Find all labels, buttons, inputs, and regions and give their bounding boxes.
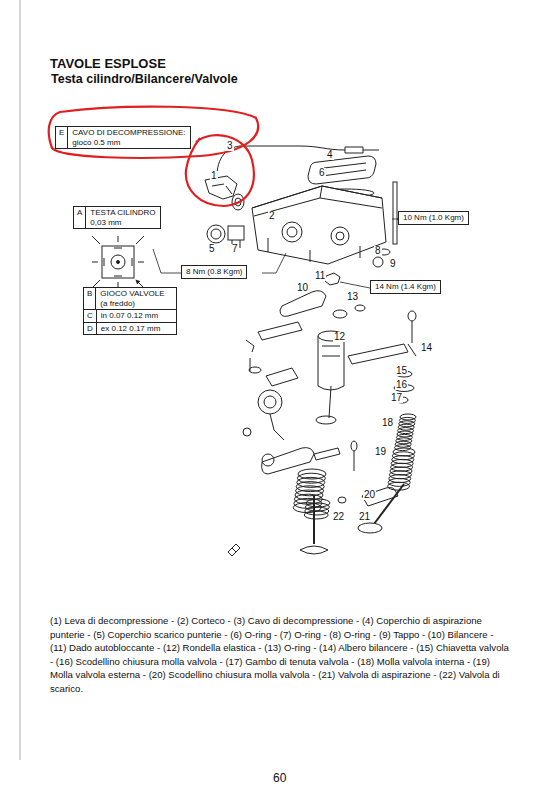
callout-number: 9 [389, 259, 397, 269]
callout-number: 13 [346, 292, 359, 302]
callout-number: 6 [318, 168, 326, 178]
rocker-shaft [348, 344, 408, 364]
stud [393, 182, 397, 244]
rocker-shaft [258, 322, 302, 340]
box-text: TESTA CILINDRO [90, 208, 155, 218]
callout-number: 18 [381, 418, 394, 428]
box-text: in 0.07 0.12 mm [101, 311, 158, 321]
box-text: 14 Nm (1.4 Kgm) [375, 282, 436, 292]
callout-number: 5 [208, 244, 216, 254]
spring-coils [388, 448, 415, 490]
red-highlight [186, 135, 254, 206]
box-text: 10 Nm (1.0 Kgm) [403, 213, 464, 223]
exhaust-cover [207, 225, 225, 243]
coil [304, 511, 328, 519]
leader-line [262, 253, 286, 273]
box-body: in 0.07 0.12 mm [97, 310, 162, 322]
box-text: CAVO DI DECOMPRESSIONE: [72, 128, 185, 138]
callout-number: 17 [390, 393, 403, 403]
box-body: 10 Nm (1.0 Kgm) [399, 212, 468, 224]
box-body: GIOCO VALVOLE(a freddo) [96, 288, 168, 309]
reference-letter: C [87, 311, 93, 321]
torque-box: 10 Nm (1.0 Kgm) [398, 211, 469, 225]
reference-letter: A [77, 208, 82, 218]
clearance-box: B GIOCO VALVOLE(a freddo) [83, 287, 177, 310]
callout-number: 11 [314, 271, 326, 281]
callout-number: 1 [210, 171, 218, 181]
letter-cell: E [56, 127, 68, 148]
letter-cell: D [84, 323, 97, 335]
reference-letter: B [87, 289, 92, 299]
box-text: ex 0.12 0.17 mm [101, 324, 161, 334]
callout-number: 21 [358, 512, 371, 522]
symbol [228, 544, 240, 556]
flatness-diagram [102, 246, 134, 278]
page-title: TAVOLE ESPLOSE [50, 56, 166, 71]
letter-cell: B [84, 288, 96, 309]
box-text: 8 Nm (0.8 Kgm) [186, 267, 242, 277]
callout-number: 10 [296, 283, 309, 293]
red-highlight [49, 107, 258, 158]
callout-number: 14 [420, 343, 433, 353]
callout-number: 7 [231, 244, 239, 254]
spring-coils [395, 414, 416, 451]
leader-line [340, 282, 370, 288]
tolerance-box: A TESTA CILINDRO0,03 mm [73, 206, 161, 229]
margin-rule [20, 0, 21, 760]
callout-number: 15 [395, 366, 408, 376]
box-body: 14 Nm (1.4 Kgm) [371, 281, 440, 293]
callout-number: 20 [363, 490, 376, 500]
clearance-row: Dex 0.12 0.17 mm [83, 322, 177, 336]
box-text: gioco 0.5 mm [72, 138, 185, 148]
leader-line [153, 249, 181, 273]
callout-number: 3 [226, 141, 234, 151]
letter-cell: C [84, 310, 97, 322]
coil [388, 482, 410, 490]
clearance-box: E CAVO DI DECOMPRESSIONE:gioco 0.5 mm [55, 126, 191, 149]
box-body: CAVO DI DECOMPRESSIONE:gioco 0.5 mm [68, 127, 189, 148]
page-number: 60 [272, 772, 287, 784]
letter-cell: A [74, 207, 86, 228]
torque-box: 8 Nm (0.8 Kgm) [181, 265, 247, 279]
box-text: GIOCO VALVOLE [100, 289, 164, 299]
reference-letter: E [59, 128, 64, 138]
cylinder-head [252, 186, 386, 264]
plug [373, 257, 383, 267]
parts-legend-caption: (1) Leva di decompressione - (2) Corteco… [50, 614, 512, 696]
callout-number: 4 [326, 150, 334, 160]
callout-number: 8 [374, 246, 382, 256]
valve-springs [293, 371, 416, 519]
callout-number: 16 [395, 380, 408, 390]
torque-box: 14 Nm (1.4 Kgm) [370, 280, 441, 294]
box-text: (a freddo) [100, 299, 164, 309]
callout-number: 19 [374, 447, 387, 457]
rocker-arm [262, 448, 314, 474]
box-body: 8 Nm (0.8 Kgm) [182, 266, 246, 278]
page-subtitle: Testa cilindro/Bilancere/Valvole [50, 73, 239, 86]
reference-letter: D [87, 324, 93, 334]
clearance-row: Cin 0.07 0.12 mm [83, 309, 177, 323]
rocker-arm [280, 291, 326, 317]
callout-number: 12 [333, 332, 346, 342]
callout-number: 2 [268, 211, 276, 221]
nut [325, 273, 340, 285]
o-ring [333, 310, 347, 318]
spring-cap [362, 488, 398, 507]
tappet [318, 336, 344, 390]
tappet-cover [308, 156, 376, 184]
callout-number: 22 [332, 512, 345, 522]
box-text: 0,03 mm [90, 218, 155, 228]
spring-coils [304, 499, 330, 519]
box-body: ex 0.12 0.17 mm [97, 323, 165, 335]
box-body: TESTA CILINDRO0,03 mm [86, 207, 159, 228]
